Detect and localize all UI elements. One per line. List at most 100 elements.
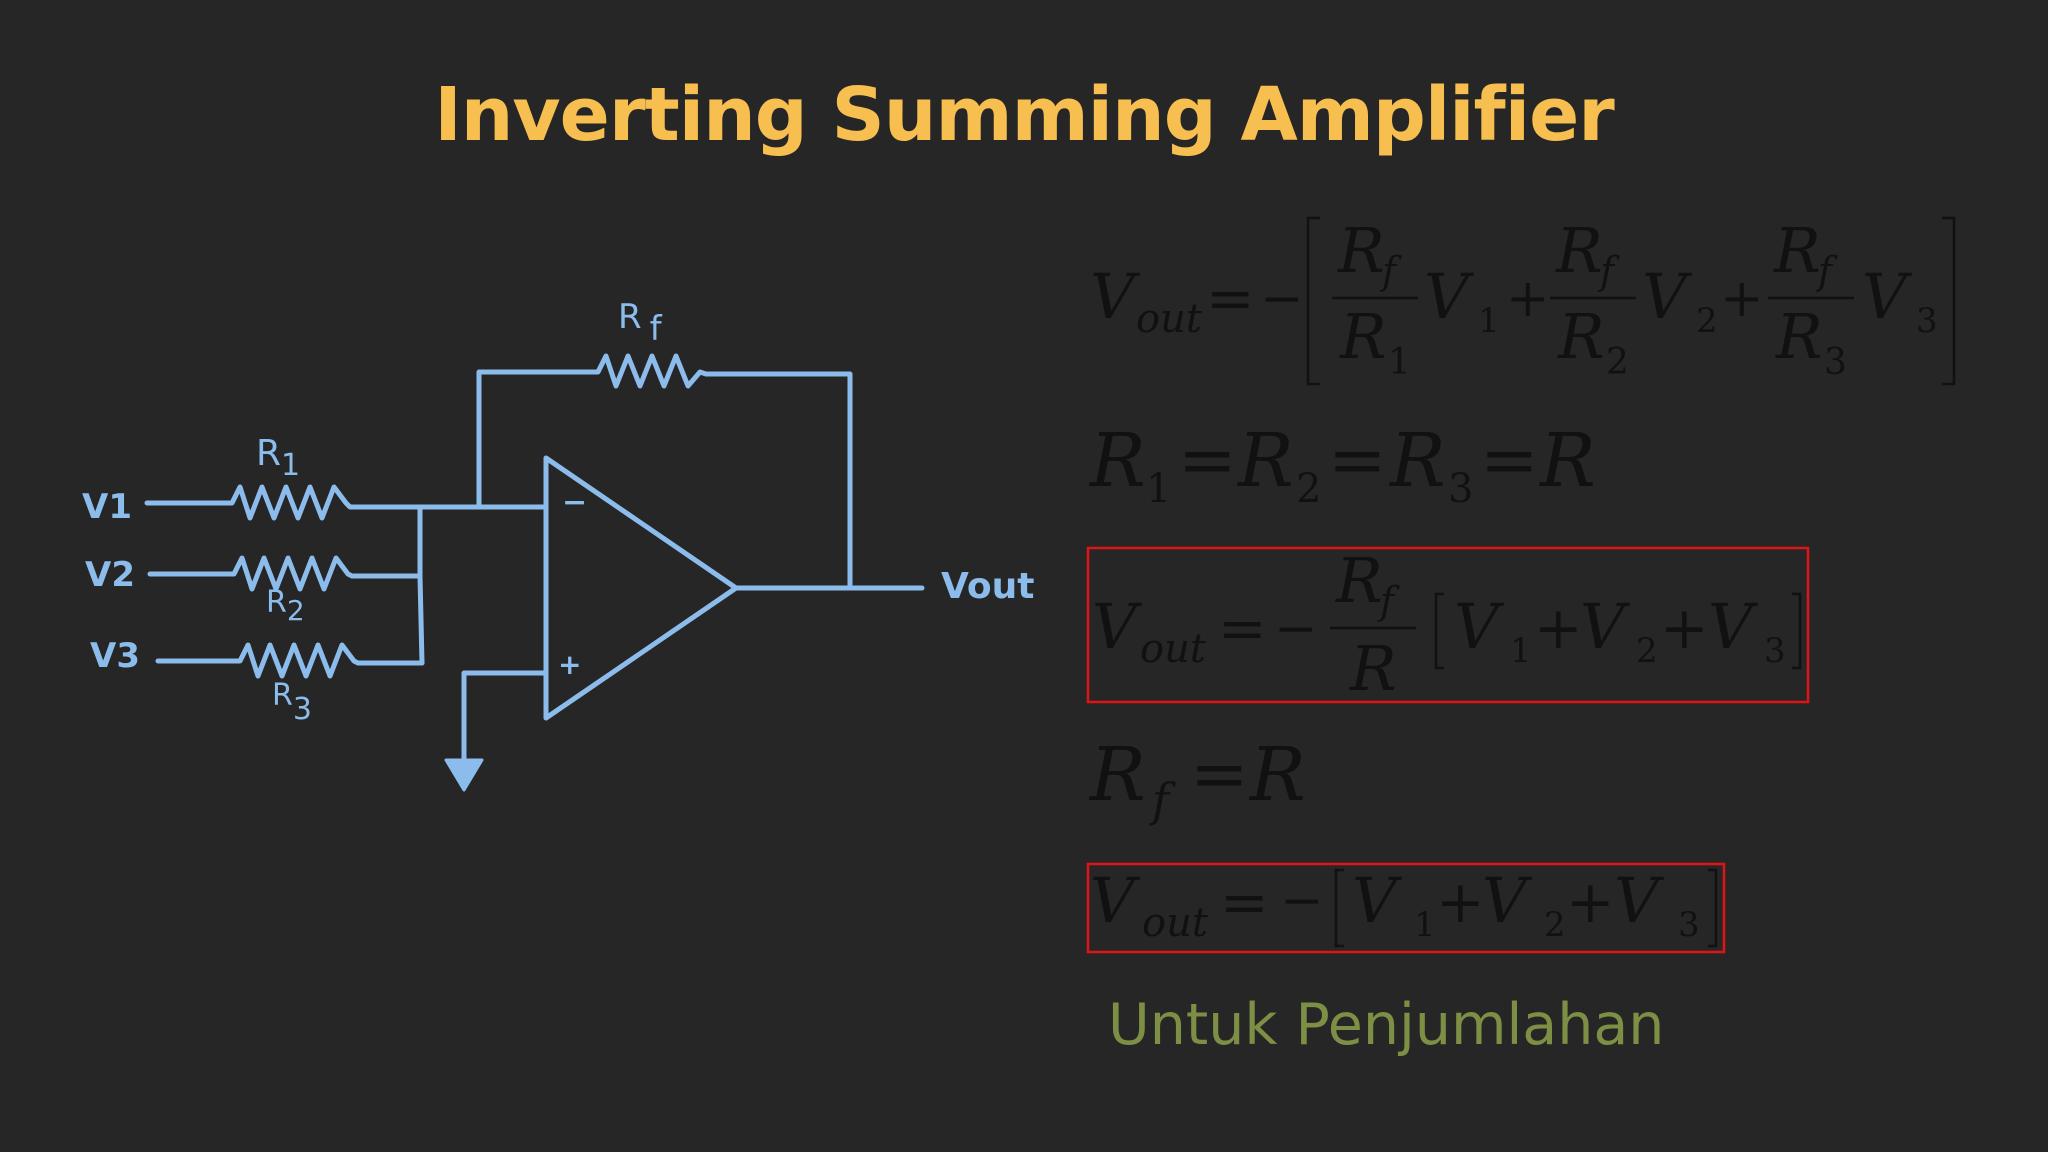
- input-label-v1: V1: [82, 487, 132, 527]
- eq2-r1-sub: 1: [1146, 466, 1171, 512]
- eq3-v2-sub: 2: [1636, 631, 1658, 671]
- eq1-t1-num: R: [1337, 214, 1385, 287]
- eq5-v: V: [1090, 864, 1141, 937]
- eq1-t1-num-sub: f: [1379, 249, 1402, 293]
- eq3-out: out: [1140, 626, 1207, 672]
- eq3-minus: −: [1274, 599, 1318, 659]
- eq1-right-bracket: [1942, 216, 1956, 386]
- ground-wire: [461, 670, 549, 771]
- eq3-plus-1: +: [1534, 594, 1583, 662]
- eq4-equals: =: [1190, 733, 1249, 815]
- eq5-highlight-box: [1086, 862, 1726, 954]
- eq3-v1: V: [1454, 590, 1505, 663]
- eq5-equals: =: [1220, 868, 1269, 936]
- eq1-t3-num-sub: f: [1815, 249, 1838, 293]
- eq1-t3-den-sub: 3: [1824, 342, 1847, 383]
- eq5-v3: V: [1614, 864, 1665, 937]
- eq1-t2-num: R: [1555, 214, 1603, 287]
- resistor-label-r1: R1: [256, 433, 300, 483]
- eq2-r2-sub: 2: [1296, 466, 1321, 512]
- eq1-t1-den-sub: 1: [1388, 342, 1411, 383]
- eq1-v2-sub: 2: [1696, 301, 1718, 341]
- equation-4-feedback-resistor: R f = R: [1088, 732, 1306, 827]
- summing-junction-bus: [417, 504, 425, 666]
- eq5-v1-sub: 1: [1414, 905, 1436, 945]
- eq3-left-bracket: [1434, 592, 1444, 670]
- feedback-loop-wire: [476, 353, 853, 591]
- eq4-r-right: R: [1248, 732, 1306, 818]
- equation-5-boxed: V out = − V 1 + V 2 + V 3: [1086, 862, 1726, 954]
- eq3-v3-sub: 3: [1764, 631, 1786, 671]
- op-amp-triangle: [543, 455, 739, 721]
- eq1-t2-den-sub: 2: [1606, 342, 1629, 383]
- v3-wire: [155, 642, 425, 679]
- eq5-right-bracket: [1708, 868, 1718, 948]
- non-inverting-input-sign: +: [558, 648, 581, 681]
- eq3-num-sub: f: [1377, 579, 1400, 623]
- equation-3-boxed: V out = − R f R V 1 + V 2 + V 3: [1086, 544, 1810, 705]
- eq3-highlight-box: [1086, 546, 1810, 704]
- eq1-t3-den: R: [1775, 300, 1823, 373]
- input-label-v3: V3: [90, 636, 140, 676]
- eq5-v2-sub: 2: [1544, 905, 1566, 945]
- eq2-r1: R: [1088, 418, 1146, 504]
- eq3-den: R: [1349, 632, 1397, 705]
- eq3-v: V: [1092, 590, 1143, 663]
- input-label-v2: V2: [85, 555, 135, 595]
- output-label-vout: Vout: [941, 566, 1034, 607]
- eq3-v2: V: [1580, 590, 1631, 663]
- eq2-eq-2: =: [1328, 419, 1387, 501]
- eq3-v3: V: [1708, 590, 1759, 663]
- eq1-t3-num: R: [1773, 214, 1821, 287]
- footnote-caption: Untuk Penjumlahan: [1108, 992, 1665, 1058]
- eq2-eq-1: =: [1178, 419, 1237, 501]
- eq2-r2: R: [1236, 418, 1294, 504]
- resistor-sub-1: 1: [281, 448, 300, 483]
- equation-2-equal-resistors: R 1 = R 2 = R 3 = R: [1088, 418, 1596, 512]
- eq1-equals: =: [1206, 264, 1255, 332]
- eq3-plus-2: +: [1660, 594, 1709, 662]
- slide-title: Inverting Summing Amplifier: [434, 72, 1615, 158]
- eq2-r3-sub: 3: [1448, 466, 1473, 512]
- eq1-v3: V: [1862, 260, 1913, 333]
- feedback-resistor-sub: f: [650, 309, 663, 349]
- eq5-v2: V: [1482, 864, 1533, 937]
- eq1-v1-sub: 1: [1478, 301, 1500, 341]
- ground-arrow-icon: [444, 758, 484, 792]
- eq1-v1: V: [1424, 260, 1475, 333]
- eq5-v1: V: [1352, 864, 1403, 937]
- eq5-left-bracket: [1334, 868, 1344, 948]
- resistor-label-r2: R2: [266, 585, 305, 627]
- eq5-minus: −: [1280, 871, 1324, 931]
- eq2-eq-3: =: [1480, 419, 1539, 501]
- eq1-v3-sub: 3: [1916, 301, 1938, 341]
- eq5-plus-1: +: [1436, 868, 1485, 936]
- v1-wire: [144, 484, 548, 521]
- resistor-sub-2: 2: [287, 594, 305, 627]
- eq4-r: R: [1088, 732, 1146, 818]
- eq1-t2-den: R: [1557, 300, 1605, 373]
- eq1-v: V: [1090, 260, 1141, 333]
- eq1-v2: V: [1642, 260, 1693, 333]
- inverting-input-sign: −: [562, 485, 587, 520]
- v2-wire: [147, 555, 423, 592]
- eq5-v3-sub: 3: [1678, 905, 1700, 945]
- eq1-minus: −: [1260, 269, 1304, 329]
- eq1-plus-1: +: [1506, 269, 1550, 329]
- eq2-r3: R: [1388, 418, 1446, 504]
- eq5-out: out: [1142, 900, 1209, 946]
- eq5-plus-2: +: [1566, 868, 1615, 936]
- eq3-num: R: [1335, 544, 1383, 617]
- equation-1-general-form: V out = − R f R 1 V 1 + R f R 2 V 2 + R …: [1090, 214, 1956, 386]
- resistor-sub-3: 3: [293, 692, 312, 727]
- resistor-label-r3: R3: [272, 678, 312, 727]
- eq1-t2-num-sub: f: [1597, 249, 1620, 293]
- eq1-out: out: [1136, 296, 1203, 342]
- eq1-t1-den: R: [1339, 300, 1387, 373]
- eq3-equals: =: [1218, 594, 1267, 662]
- eq1-left-bracket: [1306, 216, 1320, 386]
